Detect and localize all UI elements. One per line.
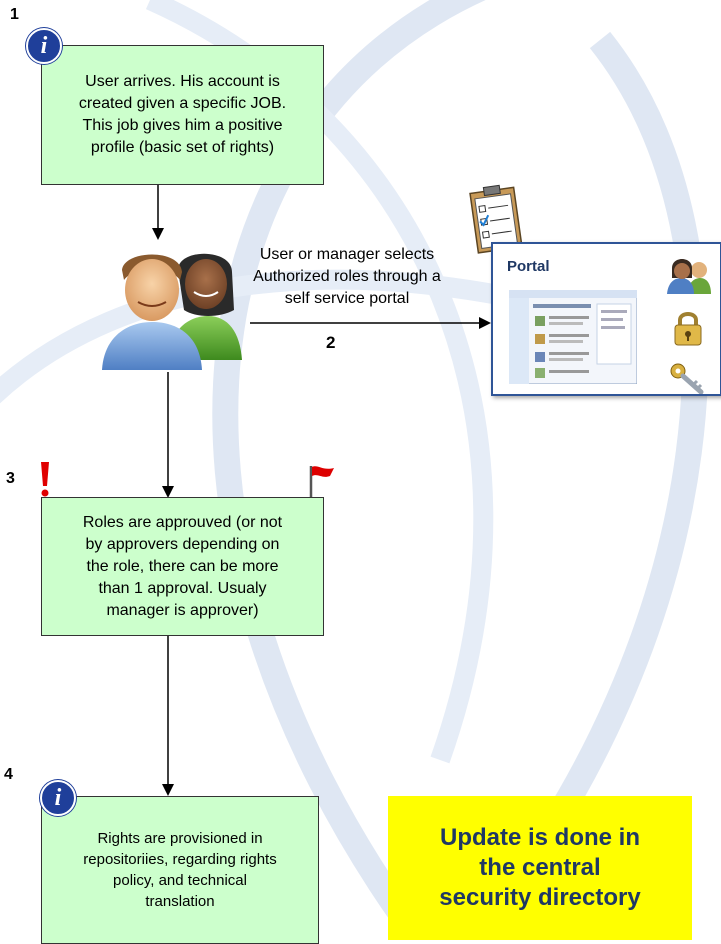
info-icon: i bbox=[26, 28, 62, 64]
step-1-box: User arrives. His account is created giv… bbox=[41, 45, 324, 185]
exclamation-icon bbox=[41, 462, 49, 497]
info-icon: i bbox=[40, 780, 76, 816]
portal-screenshot bbox=[509, 290, 637, 384]
flag-icon bbox=[309, 466, 334, 497]
step-3-box: Roles are approuved (or not by approvers… bbox=[41, 497, 324, 636]
step-number-4: 4 bbox=[4, 766, 13, 783]
portal-users-icon bbox=[667, 259, 711, 294]
step-number-3: 3 bbox=[6, 470, 15, 487]
step-number-2: 2 bbox=[326, 333, 336, 352]
update-note: Update is done in the central security d… bbox=[388, 796, 692, 940]
step-3-text: Roles are approuved (or not by approvers… bbox=[82, 513, 283, 619]
lock-icon bbox=[674, 312, 702, 346]
key-icon bbox=[670, 363, 704, 394]
users-icon bbox=[102, 253, 242, 370]
step-4-text: Rights are provisioned in repositoriies,… bbox=[83, 830, 277, 910]
step-4-box: Rights are provisioned in repositoriies,… bbox=[41, 796, 319, 944]
portal-arrow-label: User or manager selects Authorized roles… bbox=[253, 246, 441, 307]
step-1-text: User arrives. His account is created giv… bbox=[78, 73, 287, 156]
portal-title: Portal bbox=[507, 258, 550, 275]
portal-panel: Portal bbox=[491, 242, 721, 396]
step-number-1: 1 bbox=[10, 6, 19, 23]
